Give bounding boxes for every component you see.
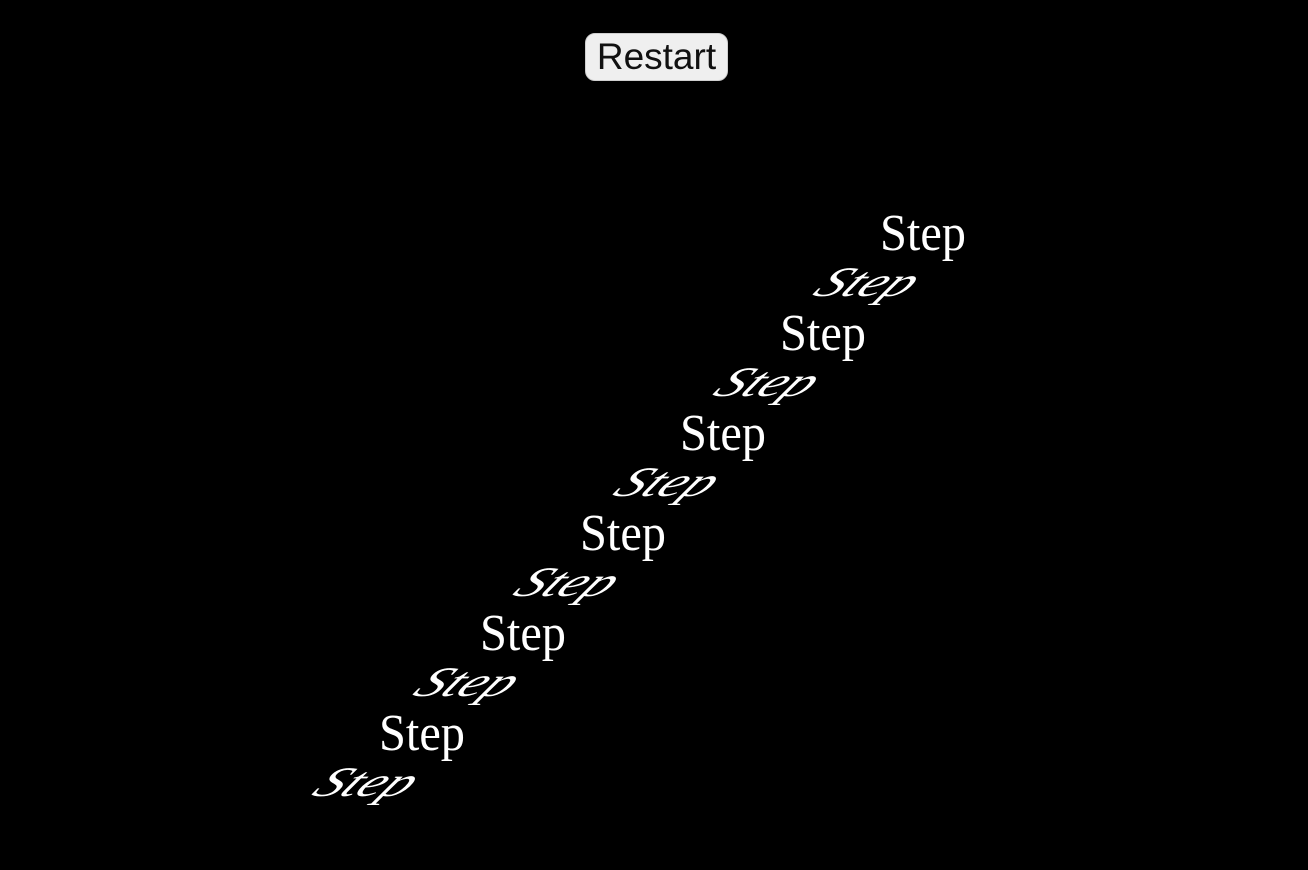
restart-button[interactable]: Restart: [585, 33, 728, 81]
step-label-slanted: Step: [302, 758, 434, 806]
step-label-slanted: Step: [603, 458, 735, 506]
step-label: Step: [379, 705, 465, 762]
step-label-slanted: Step: [403, 658, 535, 706]
step-label-slanted: Step: [803, 258, 935, 306]
step-label-slanted: Step: [703, 358, 835, 406]
step-label-slanted: Step: [503, 558, 635, 606]
step-label: Step: [680, 405, 766, 462]
step-label: Step: [580, 505, 666, 562]
step-label: Step: [480, 605, 566, 662]
step-label: Step: [780, 305, 866, 362]
step-label: Step: [880, 205, 966, 262]
